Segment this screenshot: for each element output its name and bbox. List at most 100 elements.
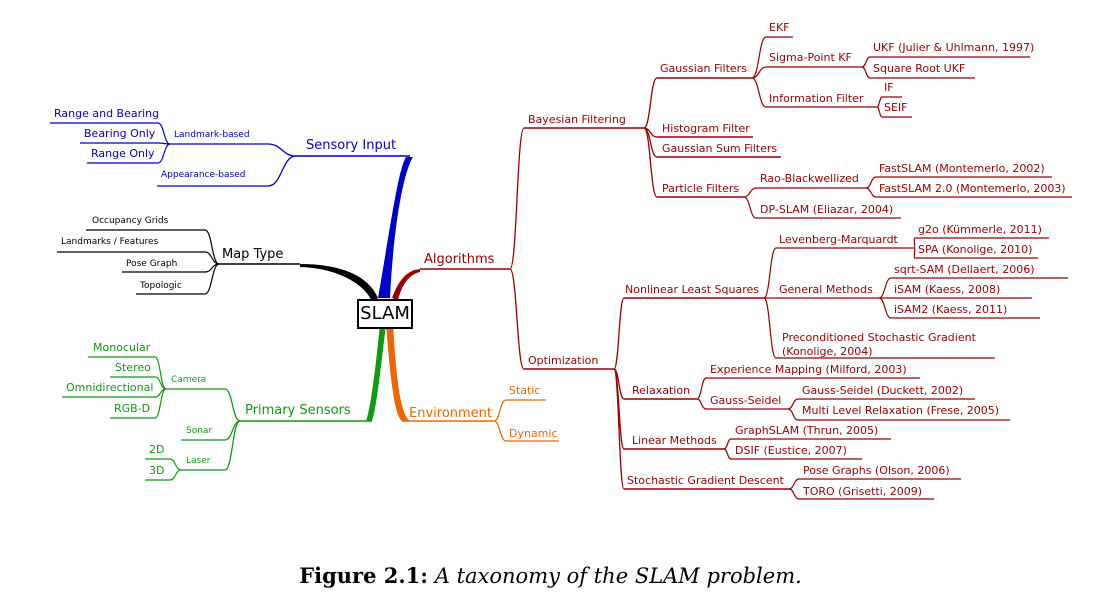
node-general-methods: General Methods <box>779 283 873 296</box>
node-rao-blackwellized: Rao-Blackwellized <box>760 172 859 185</box>
node-appearance-based: Appearance-based <box>161 170 246 180</box>
edge-info-seif <box>876 106 883 118</box>
node-g2o: g2o (Kümmerle, 2011) <box>918 223 1042 236</box>
figure-caption: Figure 2.1: A taxonomy of the SLAM probl… <box>0 563 1101 588</box>
node-primary-sensors: Primary Sensors <box>245 403 351 418</box>
edge-spkf-ukf <box>861 56 871 68</box>
edge-particle-dpslam <box>743 196 757 219</box>
node-levenberg-marquardt: Levenberg-Marquardt <box>779 233 898 246</box>
node-2d: 2D <box>149 443 165 456</box>
edge-linear-graphslam <box>723 438 732 450</box>
edge-landmark-rangebearing <box>157 122 171 145</box>
edge-alg-bayes <box>509 127 525 270</box>
node-landmark-based: Landmark-based <box>174 130 250 140</box>
node-rgbd: RGB-D <box>114 402 151 415</box>
edge-rao-fastslam2 <box>865 187 877 198</box>
node-seif: SEIF <box>884 101 908 114</box>
edge-bayes-gauss <box>643 77 658 129</box>
node-histogram-filter: Histogram Filter <box>662 122 750 135</box>
node-nonlinear-least-squares: Nonlinear Least Squares <box>625 283 759 296</box>
node-gauss-seidel-duckett: Gauss-Seidel (Duckett, 2002) <box>802 384 964 397</box>
center-node-slam: SLAM <box>357 299 413 329</box>
node-if: IF <box>884 81 894 94</box>
node-square-root-ukf: Square Root UKF <box>873 62 966 75</box>
node-multi-level-relaxation: Multi Level Relaxation (Frese, 2005) <box>802 404 1000 417</box>
node-psg-line1: Preconditioned Stochastic Gradient <box>782 331 976 344</box>
node-isam: iSAM (Kaess, 2008) <box>894 283 1001 296</box>
node-sgd: Stochastic Gradient Descent <box>627 474 784 487</box>
node-sensory-input: Sensory Input <box>306 138 397 153</box>
node-bayesian-filtering: Bayesian Filtering <box>528 113 626 126</box>
node-pose-graph: Pose Graph <box>126 259 178 269</box>
branch-algorithms <box>392 269 420 300</box>
edge-gauss-ekf <box>751 36 767 79</box>
node-optimization: Optimization <box>528 354 599 367</box>
node-range-bearing: Range and Bearing <box>54 107 160 120</box>
node-graphslam: GraphSLAM (Thrun, 2005) <box>735 424 879 437</box>
node-static: Static <box>509 384 541 397</box>
edge-relax-expmap <box>696 377 707 400</box>
edge-linear-dsif <box>723 448 732 460</box>
node-sqrt-sam: sqrt-SAM (Dellaert, 2006) <box>894 263 1035 276</box>
node-ukf: UKF (Julier & Uhlmann, 1997) <box>873 41 1035 54</box>
node-gaussian-sum: Gaussian Sum Filters <box>662 142 778 155</box>
node-spa: SPA (Konolige, 2010) <box>918 243 1033 256</box>
edge-laser-3d <box>169 469 182 481</box>
node-laser: Laser <box>186 456 211 466</box>
node-stereo: Stereo <box>115 361 151 374</box>
node-gauss-seidel: Gauss-Seidel <box>710 394 782 407</box>
edge-info-if <box>876 96 883 108</box>
edge-general-sqrtsam <box>878 277 892 299</box>
edge-map-topologic <box>204 263 220 295</box>
node-occupancy-grids: Occupancy Grids <box>92 216 169 226</box>
edge-gauss-spkf <box>751 66 767 79</box>
node-3d: 3D <box>149 464 165 477</box>
edge-map-occupancy <box>204 229 220 265</box>
node-dynamic: Dynamic <box>509 427 558 440</box>
branch-environment <box>386 324 410 421</box>
node-pose-graphs-olson: Pose Graphs (Olson, 2006) <box>803 464 950 477</box>
edge-landmark-rangeonly <box>157 143 171 164</box>
node-omnidirectional: Omnidirectional <box>66 381 154 394</box>
edge-rao-fastslam <box>865 176 877 189</box>
node-fastslam2: FastSLAM 2.0 (Montemerlo, 2003) <box>879 182 1066 195</box>
edge-lm-g2o <box>913 237 916 249</box>
node-algorithms: Algorithms <box>424 252 495 267</box>
node-dp-slam: DP-SLAM (Eliazar, 2004) <box>760 203 894 216</box>
node-ekf: EKF <box>769 21 790 34</box>
edge-gs-mlr <box>787 408 799 421</box>
edge-relax-gs <box>696 398 707 410</box>
node-relaxation: Relaxation <box>632 384 691 397</box>
edge-sensors-laser <box>224 420 241 471</box>
node-map-type: Map Type <box>222 247 284 262</box>
node-isam2: iSAM2 (Kaess, 2011) <box>894 303 1008 316</box>
node-particle-filters: Particle Filters <box>662 182 740 195</box>
node-environment: Environment <box>409 406 493 421</box>
edge-sgd-posegraphs <box>788 478 800 490</box>
node-dsif: DSIF (Eustice, 2007) <box>735 444 847 457</box>
edge-alg-optimization <box>509 268 525 370</box>
node-toro: TORO (Grisetti, 2009) <box>803 485 923 498</box>
edge-lm-spa <box>913 247 916 259</box>
edge-gauss-info <box>751 77 767 108</box>
node-topologic: Topologic <box>140 281 182 291</box>
node-camera: Camera <box>171 375 207 385</box>
node-sigma-point-kf: Sigma-Point KF <box>769 51 852 64</box>
edge-sensory-landmark <box>267 143 297 157</box>
edge-opt-sgd <box>613 368 625 490</box>
caption-text: A taxonomy of the SLAM problem. <box>434 564 802 588</box>
node-bearing-only: Bearing Only <box>84 127 156 140</box>
edge-particle-rao <box>743 187 757 198</box>
edge-sensory-appearance <box>267 155 297 187</box>
branch-map-type <box>300 264 378 302</box>
edge-env-dynamic <box>493 420 507 442</box>
edge-opt-nlls <box>613 297 625 370</box>
node-gaussian-filters: Gaussian Filters <box>660 62 747 75</box>
edge-laser-2d <box>169 458 182 471</box>
node-landmarks-features: Landmarks / Features <box>61 237 159 247</box>
edge-camera-rgbd <box>154 388 167 419</box>
node-monocular: Monocular <box>93 341 151 354</box>
node-psg-line2: (Konolige, 2004) <box>782 345 873 358</box>
